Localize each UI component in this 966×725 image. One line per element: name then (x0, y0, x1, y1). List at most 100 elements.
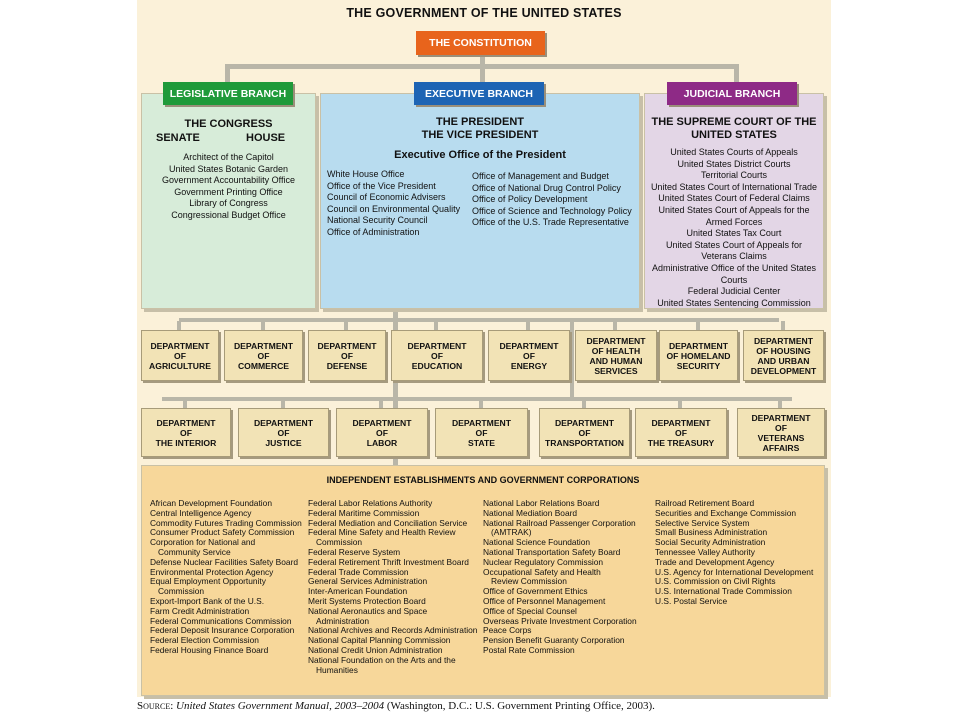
judicial-branch-label: JUDICIAL BRANCH (667, 82, 797, 105)
independent-agency-item: Railroad Retirement Board (655, 498, 755, 508)
independent-agency-item: National Science Foundation (483, 537, 591, 548)
eop-heading: Executive Office of the President (394, 149, 566, 161)
source-title: United States Government Manual, 2003–20… (176, 700, 385, 712)
independent-agency-item: Merit Systems Protection Board (308, 595, 426, 606)
independent-agency-item: Federal Trade Commission (308, 566, 409, 577)
independent-agency-item: Securities and Exchange Commission (655, 507, 797, 518)
department-box: DEPARTMENT OF HOUSING AND URBAN DEVELOPM… (743, 330, 824, 381)
independent-agency-item: Nuclear Regulatory Commission (483, 556, 604, 567)
connector-line (179, 318, 779, 322)
independent-agency-item: Review Commission (491, 576, 567, 587)
legislative-agency-item: Architect of the Capitol (183, 152, 274, 162)
independent-agency-item: Office of Special Counsel (483, 605, 577, 616)
independent-agency-item: Federal Deposit Insurance Corporation (150, 625, 295, 636)
independent-agency-item: Office of Government Ethics (483, 586, 588, 597)
judicial-panel: THE SUPREME COURT OF THE UNITED STATES U… (644, 93, 824, 309)
independent-agency-item: Humanities (316, 664, 358, 675)
independent-agency-item: Federal Labor Relations Authority (308, 498, 433, 508)
connector-line (162, 397, 792, 401)
department-box: DEPARTMENT OF ENERGY (488, 330, 570, 381)
independent-agency-item: National Mediation Board (483, 507, 578, 518)
legislative-agency-item: Library of Congress (189, 198, 268, 209)
independent-agency-item: National Transportation Safety Board (483, 546, 621, 557)
department-box: DEPARTMENT OF HOMELAND SECURITY (659, 330, 738, 381)
executive-panel: THE PRESIDENT THE VICE PRESIDENT Executi… (320, 93, 640, 309)
independent-agency-item: National Railroad Passenger Corporation (483, 517, 636, 528)
independent-agency-item: Commission (316, 537, 363, 548)
independent-agency-item: Federal Election Commission (150, 635, 259, 646)
department-box: DEPARTMENT OF THE INTERIOR (141, 408, 231, 457)
eop-office-item: Council on Environmental Quality (327, 203, 461, 214)
connector-line (225, 64, 230, 86)
independent-agency-item: Corporation for National and (150, 537, 256, 548)
independent-agency-item: Federal Communications Commission (150, 615, 292, 626)
connector-line (581, 399, 586, 408)
independent-agency-item: Office of Personnel Management (483, 595, 606, 606)
congress-heading: THE CONGRESS (184, 118, 273, 130)
independent-agency-item: National Labor Relations Board (483, 498, 600, 508)
independent-agency-item: Community Service (158, 546, 231, 557)
eop-office-item: Office of the Vice President (327, 180, 436, 191)
independent-agency-item: National Archives and Records Administra… (308, 625, 478, 636)
independent-agency-item: National Aeronautics and Space (308, 605, 428, 616)
senate-label: SENATE (156, 132, 200, 144)
independent-agency-item: Pension Benefit Guaranty Corporation (483, 635, 625, 646)
department-box: DEPARTMENT OF THE TREASURY (635, 408, 727, 457)
eop-office-item: White House Office (327, 169, 405, 179)
judicial-court-item: United States Sentencing Commission (657, 297, 811, 308)
connector-line (480, 55, 485, 66)
independent-agency-item: Overseas Private Investment Corporation (483, 615, 637, 626)
connector-line (613, 321, 617, 330)
judicial-court-item: United States Court of Federal Claims (658, 193, 810, 204)
source-citation: Source: United States Government Manual,… (137, 700, 655, 712)
department-box: DEPARTMENT OF COMMERCE (224, 330, 303, 381)
department-box: DEPARTMENT OF LABOR (336, 408, 428, 457)
independent-agency-item: Federal Retirement Thrift Investment Boa… (308, 556, 469, 567)
independent-agency-item: U.S. Agency for International Developmen… (655, 566, 814, 577)
connector-line (570, 318, 574, 398)
independent-agency-item: U.S. Postal Service (655, 595, 728, 606)
judicial-court-item: United States Court of International Tra… (650, 181, 818, 192)
eop-office-item: Office of Science and Technology Policy (472, 205, 632, 216)
independent-agency-item: U.S. Commission on Civil Rights (655, 576, 776, 587)
independent-agency-item: Federal Maritime Commission (308, 507, 420, 518)
independent-agency-item: Farm Credit Administration (150, 605, 250, 616)
connector-line (344, 321, 348, 330)
constitution-label: THE CONSTITUTION (416, 31, 545, 55)
independent-agency-item: General Services Administration (308, 576, 428, 587)
independent-agency-item: Federal Mine Safety and Health Review (308, 527, 456, 538)
independent-agency-item: Federal Reserve System (308, 546, 401, 557)
independent-agency-item: Tennessee Valley Authority (655, 546, 755, 557)
connector-line (280, 399, 285, 408)
independent-agency-item: Selective Service System (655, 517, 750, 528)
connector-line (678, 399, 682, 408)
department-box: DEPARTMENT OF JUSTICE (238, 408, 329, 457)
eop-office-item: Office of Management and Budget (472, 171, 609, 181)
connector-line (526, 321, 530, 330)
independent-agency-item: Environmental Protection Agency (150, 566, 274, 577)
eop-office-item: Council of Economic Advisers (327, 192, 446, 203)
independent-agency-item: (AMTRAK) (491, 527, 532, 538)
independent-heading: INDEPENDENT ESTABLISHMENTS AND GOVERNMEN… (326, 475, 640, 485)
eop-office-item: Office of Administration (327, 226, 420, 237)
independent-agency-item: Inter-American Foundation (308, 586, 408, 597)
house-label: HOUSE (246, 132, 286, 144)
connector-line (183, 399, 187, 408)
connector-line (434, 321, 438, 330)
judicial-court-item: Federal Judicial Center (687, 286, 781, 297)
independent-agency-item: African Development Foundation (150, 498, 272, 508)
independent-agency-item: Peace Corps (483, 625, 532, 636)
connector-line (379, 399, 383, 408)
independent-agency-item: Equal Employment Opportunity (150, 576, 266, 587)
eop-office-item: National Security Council (327, 215, 428, 226)
judicial-court-item: United States District Courts (677, 158, 791, 169)
connector-line (393, 306, 398, 466)
department-box: DEPARTMENT OF AGRICULTURE (141, 330, 219, 381)
executive-branch-label: EXECUTIVE BRANCH (414, 82, 544, 105)
